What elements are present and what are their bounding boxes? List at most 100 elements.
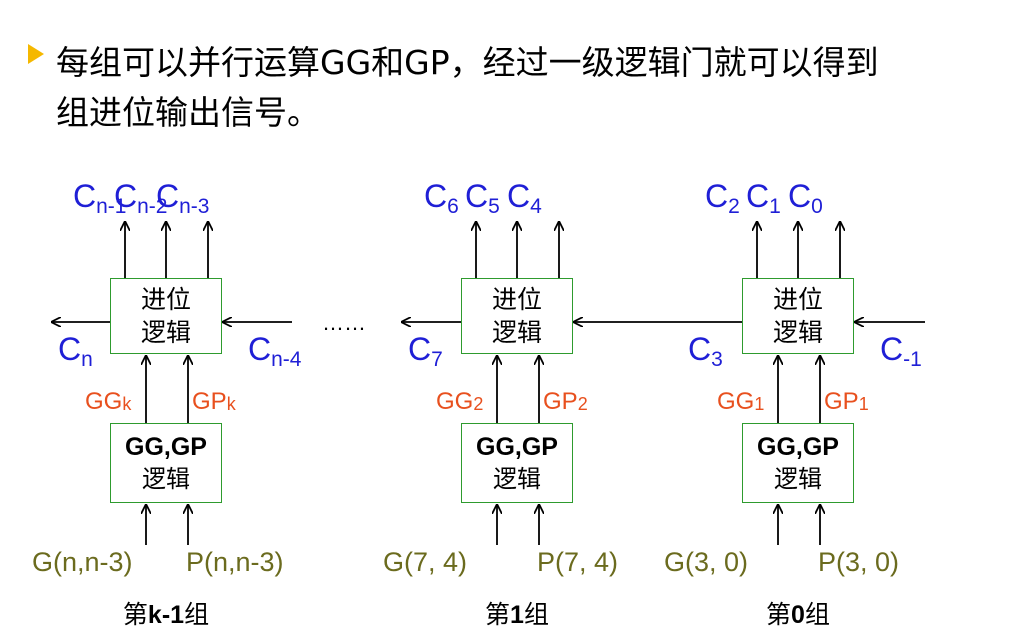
gg-gp-logic-label-line2: 逻辑 <box>142 465 190 493</box>
heading-line-1: 每组可以并行运算GG和GP，经过一级逻辑门就可以得到 <box>56 43 879 82</box>
carry-output-label: C4 <box>507 180 542 217</box>
carry-in-label: Cn-4 <box>248 333 301 370</box>
carry-out-label-subscript: n <box>81 348 93 371</box>
carry-output-label: C5 <box>465 180 500 217</box>
gg-signal-label: GGk <box>85 390 131 414</box>
carry-logic-box: 进位逻辑 <box>110 278 222 354</box>
carry-output-label-subscript: n-2 <box>137 195 168 218</box>
carry-output-label-subscript: 2 <box>728 195 740 218</box>
g-input-label: G(n,n-3) <box>32 547 133 577</box>
gp-signal-label: GPk <box>192 390 236 414</box>
carry-logic-box: 进位逻辑 <box>742 278 854 354</box>
carry-output-label-subscript: 4 <box>530 195 542 218</box>
g-input-label: G(7, 4) <box>383 547 468 577</box>
carry-output-label-base: C <box>424 178 448 214</box>
carry-output-label: C6 <box>424 180 459 217</box>
g-input-label: G(3, 0) <box>664 547 749 577</box>
bullet-marker <box>28 44 44 64</box>
gg-signal-label-base: GG <box>717 388 755 415</box>
group-name-prefix: 第 <box>485 600 511 629</box>
gg-gp-logic-label-line1: GG,GP <box>476 433 558 461</box>
gp-signal-label: GP2 <box>543 390 588 414</box>
carry-in-label-subscript: n-4 <box>271 348 302 371</box>
carry-in-label: C-1 <box>880 333 922 370</box>
gg-gp-logic-box: GG,GP 逻辑 <box>742 423 854 503</box>
group-name-index: k-1 <box>147 601 185 629</box>
carry-in-label-subscript: -1 <box>903 348 922 371</box>
group-name-suffix: 组 <box>184 600 210 629</box>
carry-logic-label-line2: 逻辑 <box>491 318 542 347</box>
carry-output-label-base: C <box>788 178 812 214</box>
group-name-index: 0 <box>791 601 805 629</box>
group-name-suffix: 组 <box>523 600 549 629</box>
carry-out-label-subscript: 7 <box>431 348 443 371</box>
gg-gp-logic-label-line1: GG,GP <box>125 433 207 461</box>
p-input-label: P(n,n-3) <box>186 547 284 577</box>
group-name: 第k-1组 <box>111 602 221 628</box>
heading-line-2: 组进位输出信号。 <box>56 93 320 132</box>
carry-output-label-subscript: n-1 <box>96 195 127 218</box>
gg-signal-label: GG1 <box>717 390 764 414</box>
gp-signal-label-subscript: 1 <box>858 394 869 414</box>
carry-in-label-base: C <box>248 331 272 367</box>
carry-output-label: C1 <box>746 180 781 217</box>
carry-in-label-base: C <box>880 331 904 367</box>
gg-signal-label-base: GG <box>85 388 123 415</box>
carry-output-label-base: C <box>465 178 489 214</box>
carry-out-label-base: C <box>58 331 82 367</box>
carry-output-label: Cn-3 <box>156 180 209 217</box>
carry-output-label: C0 <box>788 180 823 217</box>
gg-gp-logic-label-line2: 逻辑 <box>774 465 822 493</box>
carry-out-label-base: C <box>408 331 432 367</box>
p-input-label: P(3, 0) <box>818 547 900 577</box>
group-name-suffix: 组 <box>804 600 830 629</box>
carry-output-label-subscript: n-3 <box>179 195 210 218</box>
gg-signal-label: GG2 <box>436 390 483 414</box>
carry-output-label-base: C <box>746 178 770 214</box>
group-name-prefix: 第 <box>766 600 792 629</box>
carry-output-label: Cn-2 <box>114 180 167 217</box>
gp-signal-label-base: GP <box>824 388 859 415</box>
carry-output-label-subscript: 1 <box>769 195 781 218</box>
carry-in-label-subscript: 3 <box>711 348 723 371</box>
gg-gp-logic-box: GG,GP 逻辑 <box>110 423 222 503</box>
group-name-prefix: 第 <box>122 600 148 629</box>
gg-gp-logic-box: GG,GP 逻辑 <box>461 423 573 503</box>
gg-gp-logic-label-line1: GG,GP <box>757 433 839 461</box>
carry-output-label-base: C <box>705 178 729 214</box>
carry-logic-label-line1: 进位 <box>772 285 823 314</box>
carry-logic-label-line1: 进位 <box>491 285 542 314</box>
carry-output-label-subscript: 5 <box>488 195 500 218</box>
carry-output-label-base: C <box>114 178 138 214</box>
carry-output-label-base: C <box>156 178 180 214</box>
carry-in-label-base: C <box>688 331 712 367</box>
carry-output-label-base: C <box>507 178 531 214</box>
gp-signal-label: GP1 <box>824 390 869 414</box>
carry-logic-label-line2: 逻辑 <box>772 318 823 347</box>
gp-signal-label-base: GP <box>543 388 578 415</box>
carry-in-label: C3 <box>688 333 723 370</box>
group-name: 第0组 <box>743 602 853 628</box>
carry-out-label: Cn <box>58 333 93 370</box>
carry-out-label: C7 <box>408 333 443 370</box>
gg-signal-label-subscript: k <box>122 394 132 414</box>
carry-output-label-base: C <box>73 178 97 214</box>
carry-logic-box: 进位逻辑 <box>461 278 573 354</box>
gg-gp-logic-label-line2: 逻辑 <box>493 465 541 493</box>
gg-signal-label-subscript: 1 <box>754 394 765 414</box>
gg-signal-label-base: GG <box>436 388 474 415</box>
carry-output-label-subscript: 0 <box>811 195 823 218</box>
group-name-index: 1 <box>510 601 524 629</box>
group-name: 第1组 <box>462 602 572 628</box>
p-input-label: P(7, 4) <box>537 547 619 577</box>
carry-output-label: Cn-1 <box>73 180 126 217</box>
carry-output-label: C2 <box>705 180 740 217</box>
gp-signal-label-subscript: 2 <box>577 394 588 414</box>
gp-signal-label-base: GP <box>192 388 227 415</box>
carry-output-label-subscript: 6 <box>447 195 459 218</box>
ellipsis: …… <box>322 310 366 335</box>
carry-logic-label-line2: 逻辑 <box>140 318 191 347</box>
carry-logic-label-line1: 进位 <box>140 285 191 314</box>
gp-signal-label-subscript: k <box>226 394 236 414</box>
